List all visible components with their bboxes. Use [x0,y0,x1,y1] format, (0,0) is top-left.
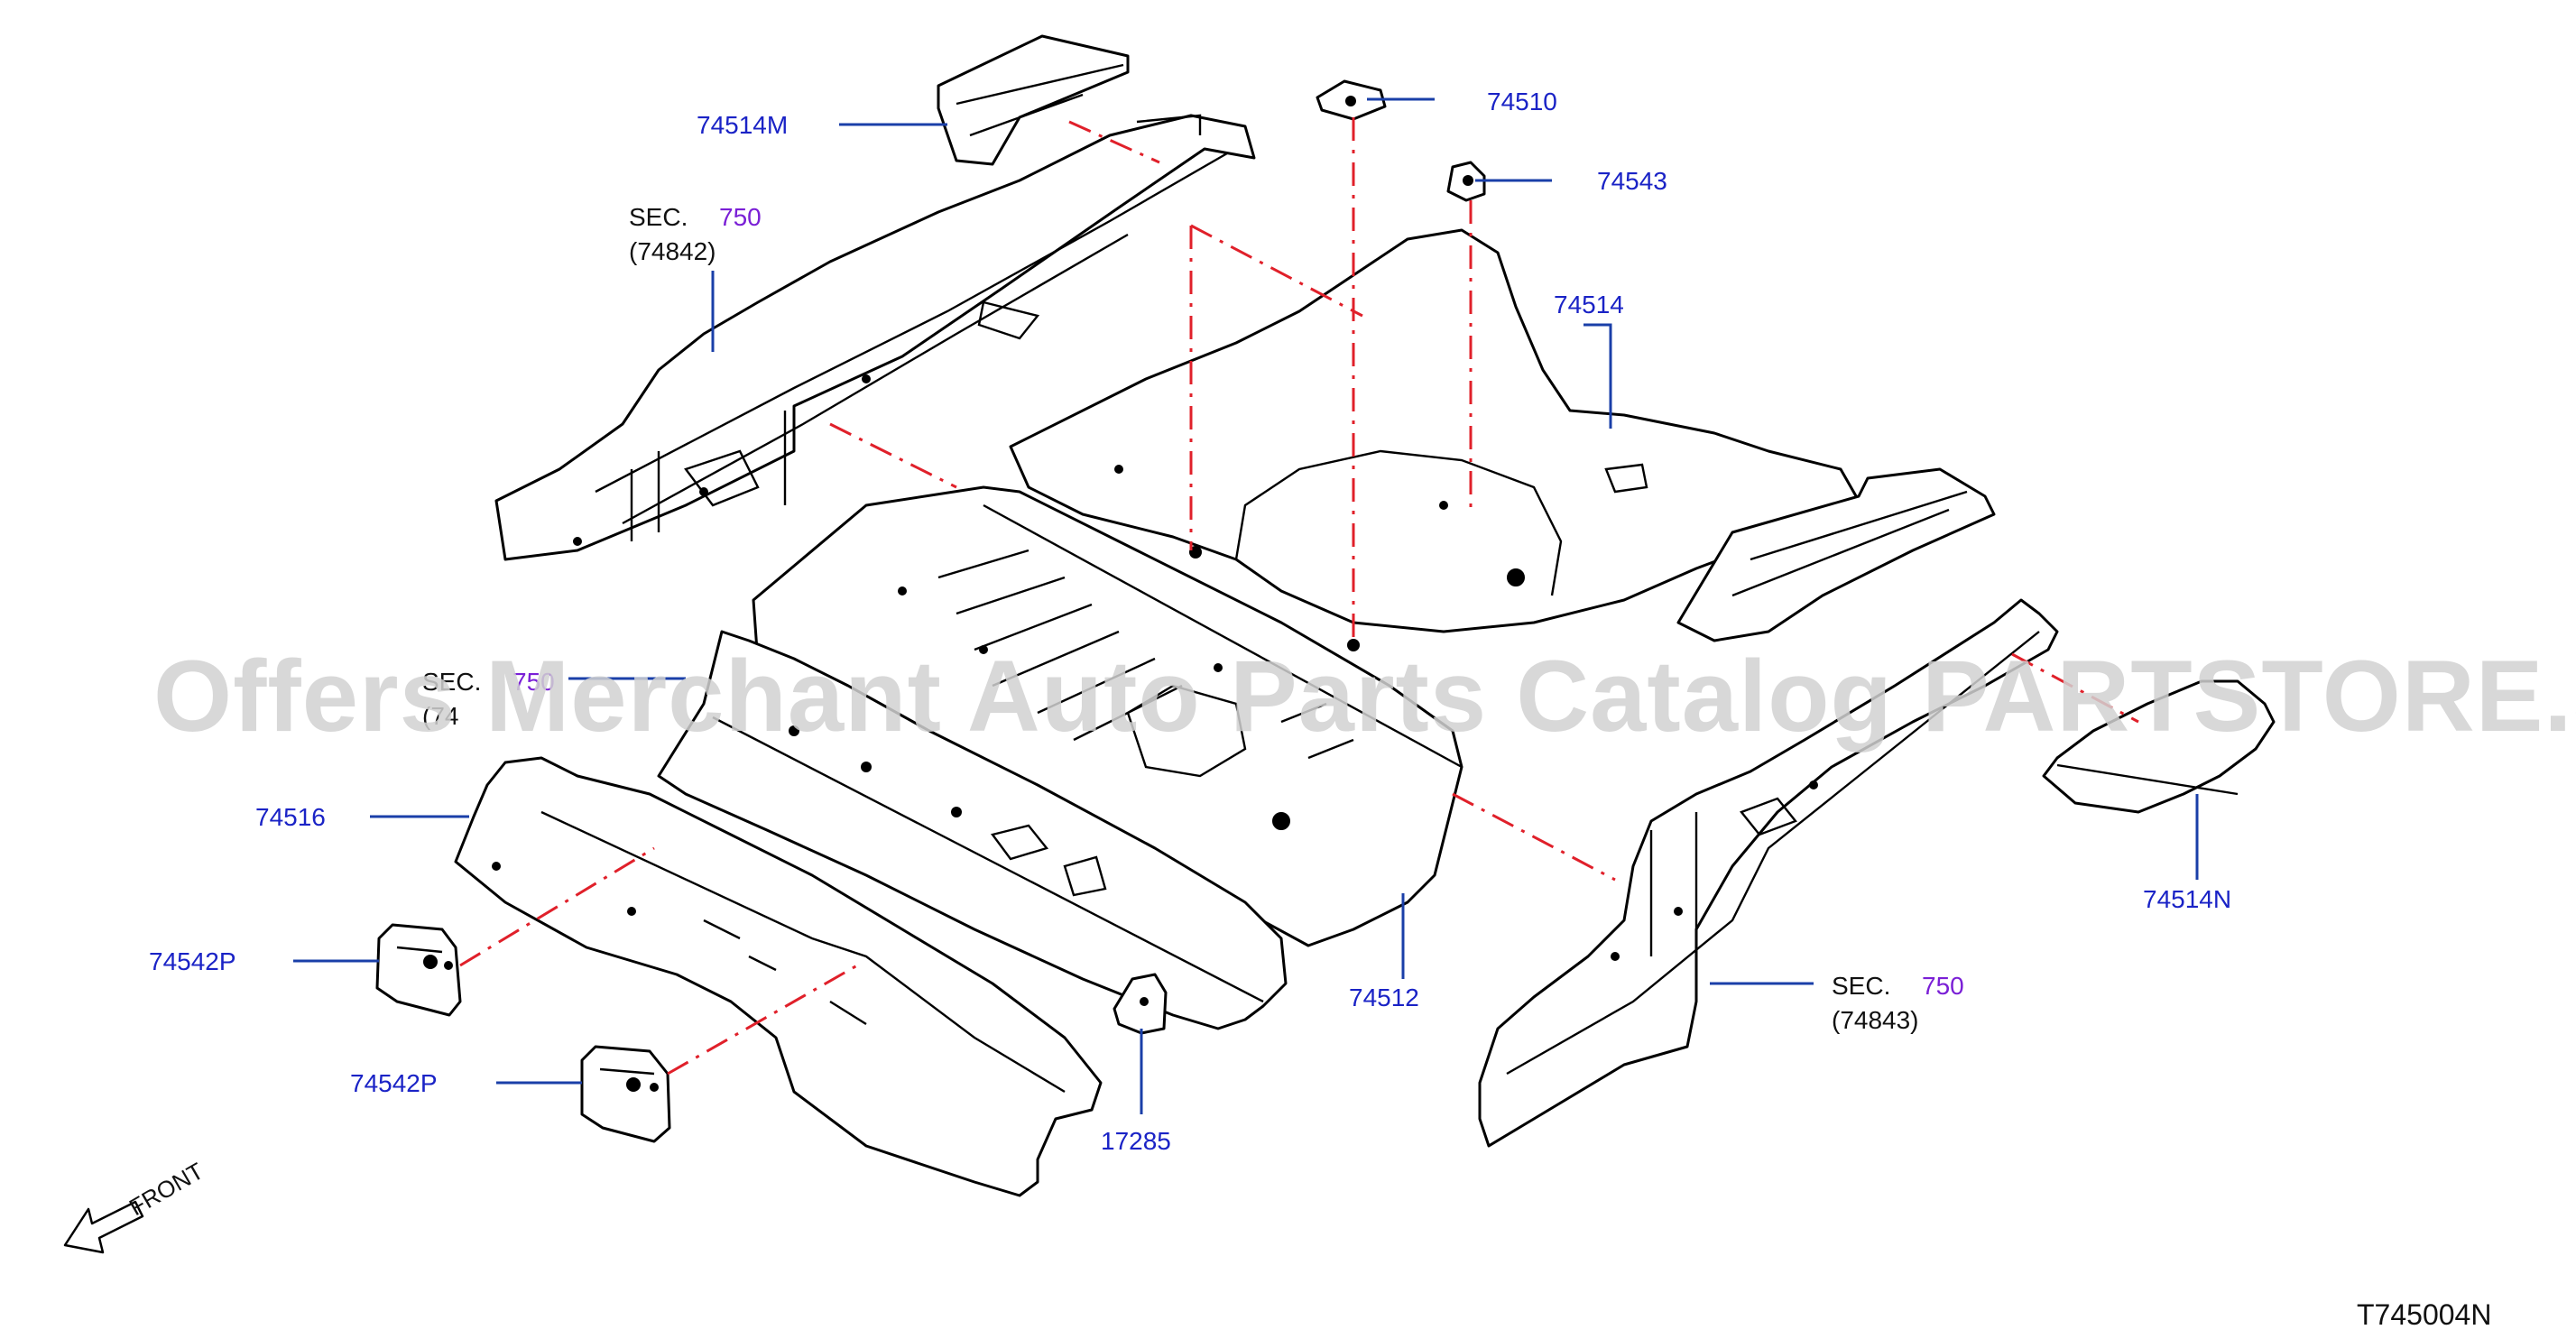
part-74516-drawing[interactable] [454,756,1103,1197]
label-74543[interactable]: 74543 [1597,167,1667,195]
front-direction-indicator: FRONT [63,1157,208,1254]
section-ref: (74843) [1832,1006,1919,1034]
label-74514m[interactable]: 74514M [697,111,788,139]
label-74510[interactable]: 74510 [1487,88,1557,115]
part-74514-drawing[interactable] [1009,228,1860,651]
section-ref-right-lower[interactable]: SEC. 750 (74843) [1832,972,1964,1034]
assembly-guide-lines [459,117,2139,1076]
section-number: 750 [1922,972,1964,1000]
label-74512[interactable]: 74512 [1349,983,1419,1011]
label-74542p-lower[interactable]: 74542P [350,1069,438,1097]
front-arrow-icon [63,1200,144,1254]
section-ref-left-middle[interactable]: SEC. 750 (74 [422,668,555,730]
section-prefix: SEC. [1832,972,1890,1000]
section-ref-left-upper[interactable]: SEC. 750 (74842) [629,203,762,265]
part-74542p-upper-drawing[interactable] [375,923,462,1017]
part-74543-drawing[interactable] [1446,161,1486,202]
label-74516[interactable]: 74516 [255,803,326,831]
diagram-code: T745004N [2357,1298,2491,1331]
label-74514[interactable]: 74514 [1554,291,1624,319]
part-left-side-member-drawing[interactable] [494,114,1256,561]
label-74514n[interactable]: 74514N [2143,885,2231,913]
front-label: FRONT [125,1157,208,1221]
label-17285[interactable]: 17285 [1101,1127,1171,1155]
label-74542p-upper[interactable]: 74542P [149,947,236,975]
section-number: 750 [719,203,762,231]
part-right-rail-drawing[interactable] [1676,467,1996,642]
watermark-text: Offers Merchant Auto Parts Catalog PARTS… [153,640,2576,753]
section-prefix: SEC. [629,203,688,231]
section-ref: (74842) [629,237,716,265]
leader-lines [293,97,2199,1114]
part-74514n-drawing[interactable] [2042,679,2276,814]
section-prefix: SEC. [422,668,481,696]
section-ref: (74 [422,702,458,730]
part-right-side-member-drawing[interactable] [1478,598,2059,1148]
section-number: 750 [512,668,555,696]
part-17285-drawing[interactable] [1113,973,1168,1035]
part-front-floor-drawing[interactable] [657,630,1288,1030]
part-74542p-lower-drawing[interactable] [580,1045,671,1143]
part-74510-drawing[interactable] [1316,79,1387,121]
